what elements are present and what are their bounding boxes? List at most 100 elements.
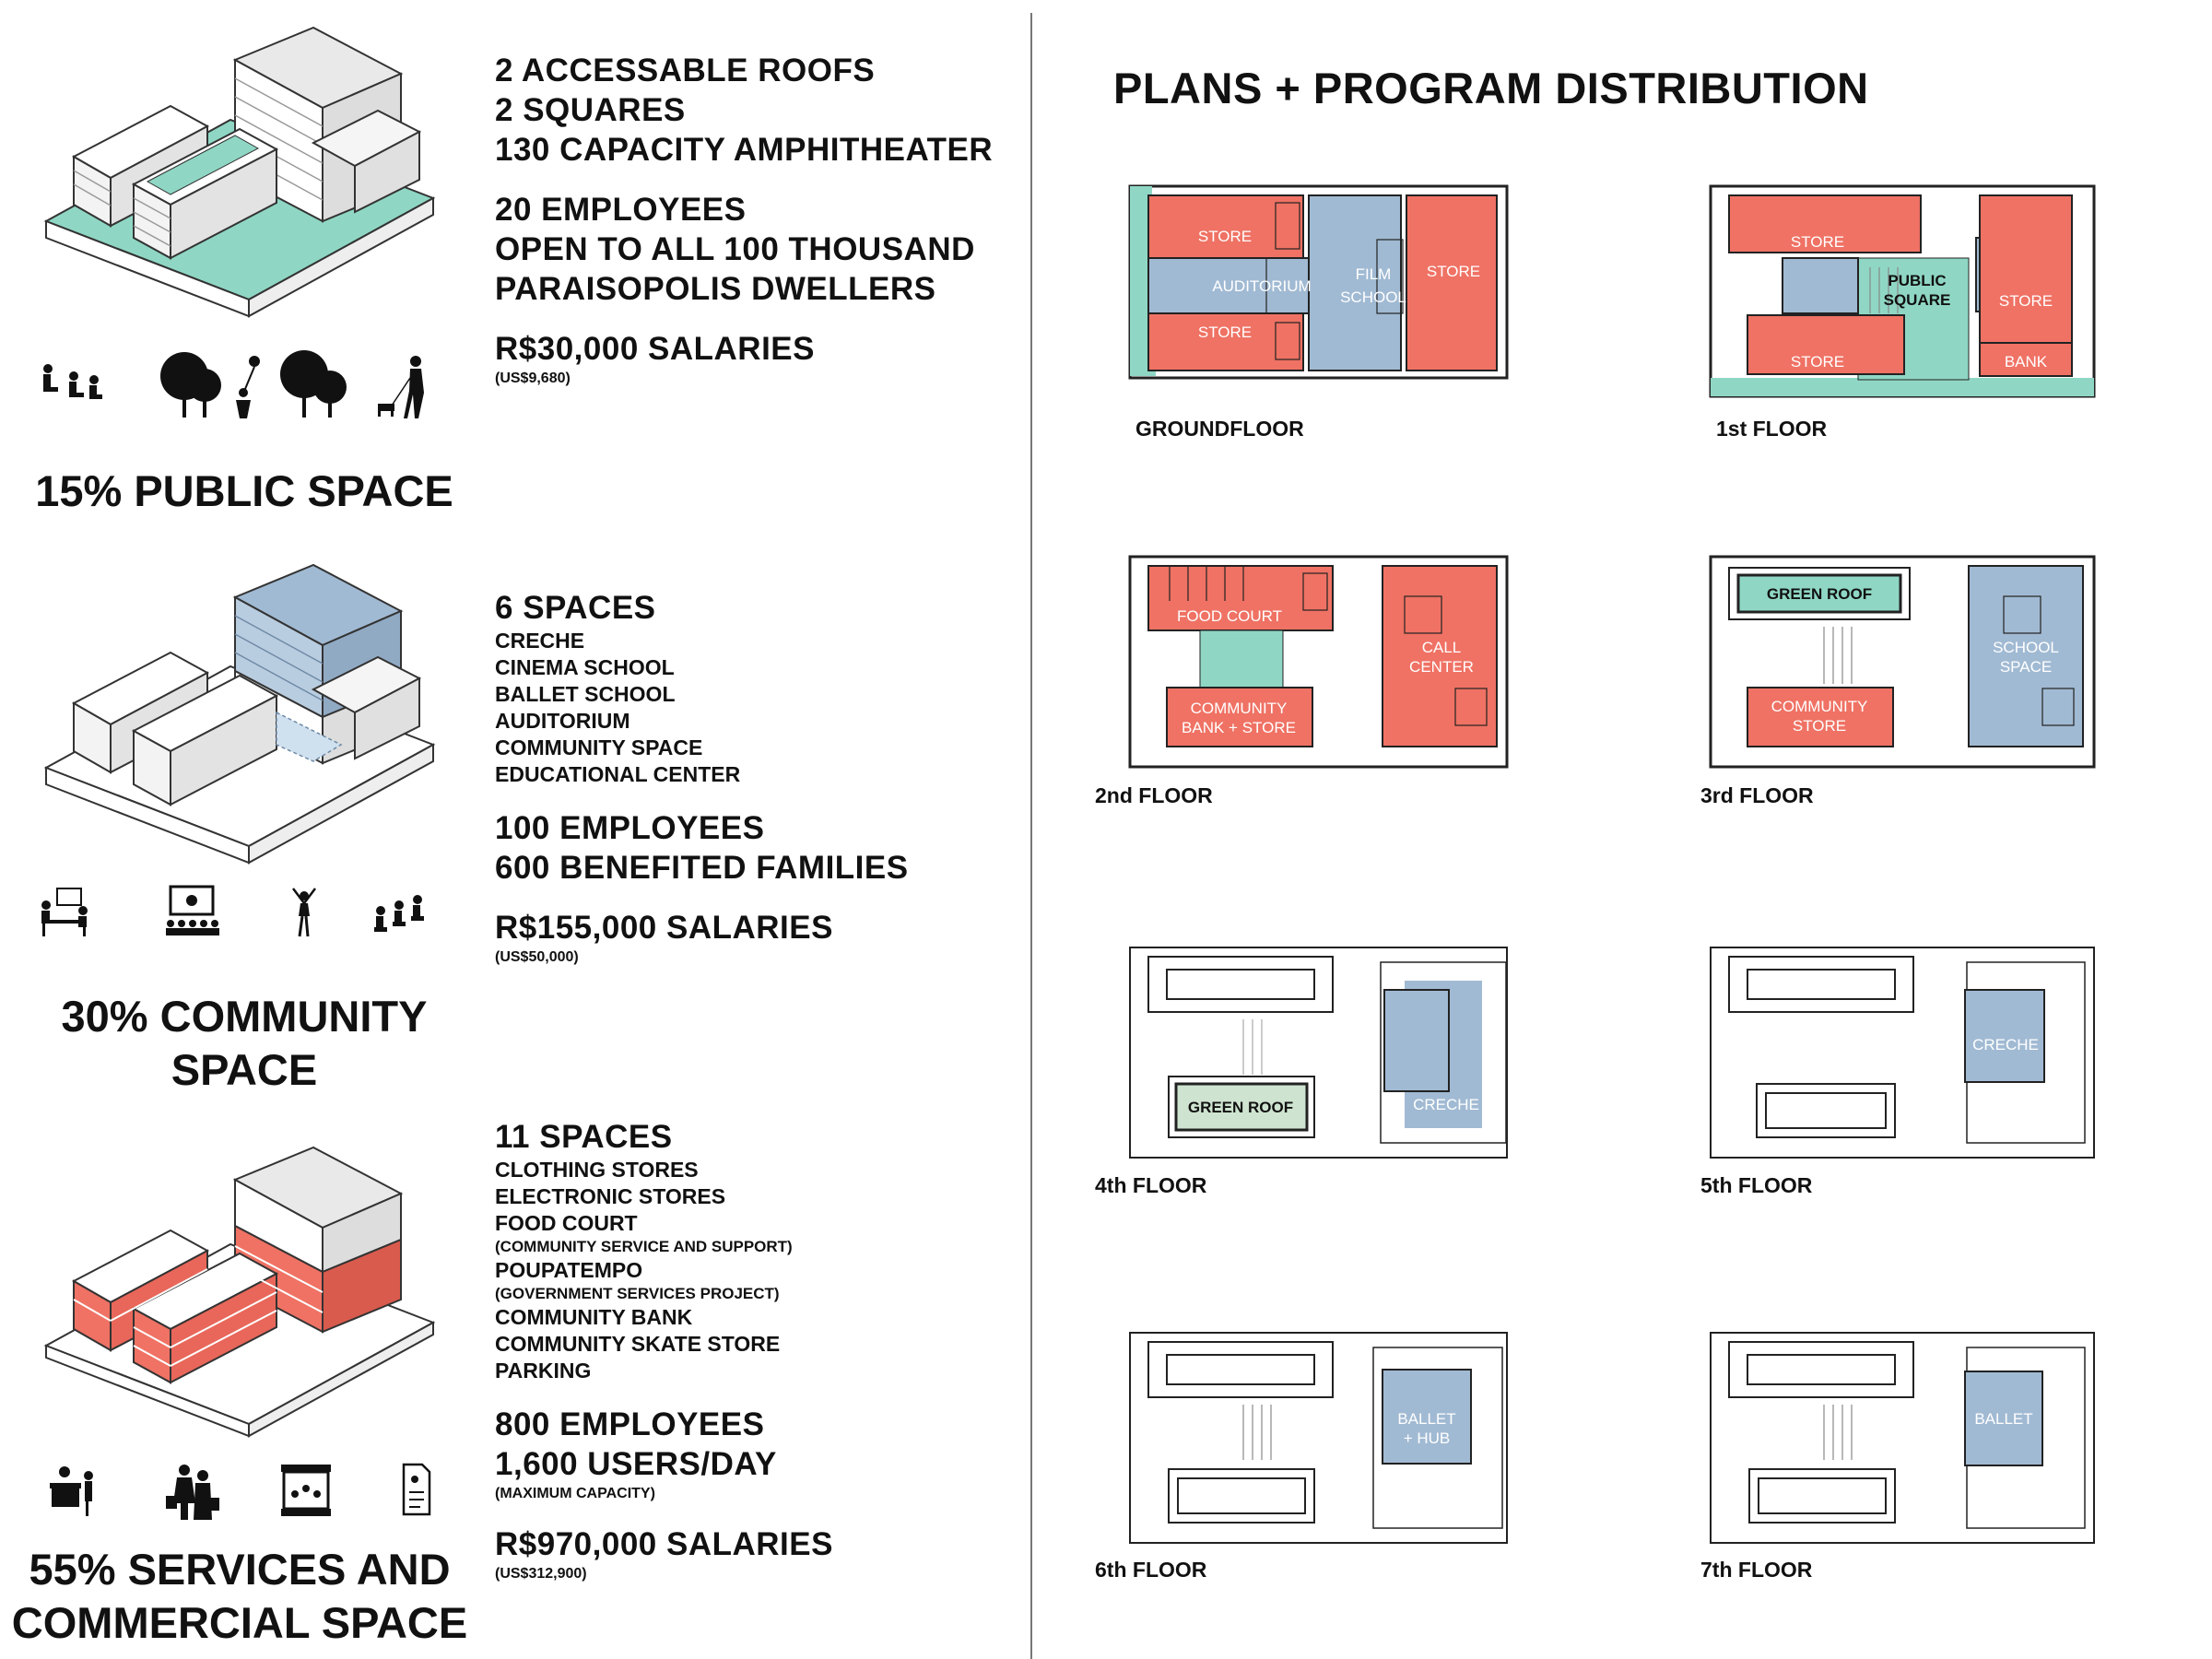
- services-icons: [50, 1463, 431, 1520]
- services-heading-line-2: COMMERCIAL SPACE: [11, 1598, 468, 1647]
- room-label: CALL: [1422, 639, 1462, 656]
- plan-label: 3rd FLOOR: [1700, 783, 1814, 807]
- community-title: 6 SPACES: [495, 590, 656, 626]
- plan-5th-floor: CRECHE: [1710, 947, 2095, 1159]
- public-salary: R$30,000 SALARIES: [495, 331, 815, 367]
- services-salary-usd: (US$312,900): [495, 1566, 587, 1582]
- room-label: STORE: [1427, 263, 1480, 280]
- public-line: 2 SQUARES: [495, 92, 686, 128]
- cinema-icon: [166, 885, 219, 935]
- room-label: BALLET: [1397, 1410, 1455, 1428]
- services-item: POUPATEMPO: [495, 1258, 643, 1282]
- plan-7th-floor: BALLET: [1710, 1332, 2095, 1544]
- community-line: 100 EMPLOYEES: [495, 810, 765, 846]
- public-line: 130 CAPACITY AMPHITHEATER: [495, 132, 994, 168]
- public-icons: [43, 350, 424, 418]
- plan-6th-floor: BALLET + HUB: [1129, 1332, 1508, 1544]
- community-heading-line-2: SPACE: [171, 1045, 318, 1094]
- isometric-public-space: [43, 26, 436, 318]
- room-label: CENTER: [1409, 658, 1474, 676]
- classroom-icon: [41, 888, 88, 936]
- community-space-heading: 30% COMMUNITY SPACE: [18, 990, 470, 1097]
- community-salary-usd: (US$50,000): [495, 949, 579, 965]
- room-label: STORE: [1198, 228, 1252, 245]
- plans-title: PLANS + PROGRAM DISTRIBUTION: [1113, 64, 1869, 112]
- community-item: AUDITORIUM: [495, 709, 630, 733]
- tree-icon: [280, 350, 347, 418]
- room-label: BALLET: [1974, 1410, 2032, 1428]
- community-item: COMMUNITY SPACE: [495, 735, 703, 759]
- room-label: SCHOOL: [1340, 288, 1406, 306]
- plan-label: 6th FLOOR: [1095, 1558, 1207, 1582]
- market-stall-icon: [281, 1465, 331, 1516]
- isometric-community-space: [43, 563, 436, 865]
- room-label: BANK: [2005, 353, 2048, 371]
- community-item: EDUCATIONAL CENTER: [495, 762, 741, 786]
- room-label: AUDITORIUM: [1212, 277, 1311, 295]
- shoppers-icon: [166, 1465, 219, 1520]
- room-label: STORE: [1791, 353, 1844, 371]
- community-item: CINEMA SCHOOL: [495, 655, 675, 679]
- room-label: + HUB: [1404, 1430, 1451, 1447]
- room-label: COMMUNITY: [1771, 698, 1868, 715]
- room-label: GREEN ROOF: [1767, 585, 1872, 603]
- community-salary: R$155,000 SALARIES: [495, 910, 833, 946]
- public-space-heading: 15% PUBLIC SPACE: [35, 466, 453, 515]
- services-item: FOOD COURT: [495, 1211, 638, 1235]
- public-line: OPEN TO ALL 100 THOUSAND: [495, 231, 975, 267]
- room-label: STORE: [1793, 717, 1846, 735]
- public-salary-usd: (US$9,680): [495, 371, 571, 386]
- services-item: PARKING: [495, 1359, 592, 1382]
- community-item: BALLET SCHOOL: [495, 682, 676, 706]
- services-item: COMMUNITY SKATE STORE: [495, 1332, 781, 1356]
- plan-label: 5th FLOOR: [1700, 1173, 1813, 1197]
- services-capacity-note: (MAXIMUM CAPACITY): [495, 1486, 655, 1501]
- room-label: CRECHE: [1972, 1036, 2039, 1053]
- community-item: CRECHE: [495, 629, 585, 653]
- room-label: STORE: [1999, 292, 2053, 310]
- room-label: FILM: [1356, 265, 1392, 283]
- room-label: SQUARE: [1884, 291, 1951, 309]
- services-item-note: (COMMUNITY SERVICE AND SUPPORT): [495, 1238, 793, 1255]
- plan-label: 4th FLOOR: [1095, 1173, 1207, 1197]
- room-label: SPACE: [2000, 658, 2052, 676]
- services-item-note: (GOVERNMENT SERVICES PROJECT): [495, 1285, 780, 1302]
- services-title: 11 SPACES: [495, 1119, 673, 1155]
- room-label: SCHOOL: [1993, 639, 2059, 656]
- document-icon: [402, 1463, 431, 1516]
- ballet-icon: [292, 888, 316, 937]
- room-label: COMMUNITY: [1191, 700, 1288, 717]
- plan-groundfloor: STORE AUDITORIUM FILM SCHOOL STORE STORE: [1128, 184, 1509, 380]
- room-label: FOOD COURT: [1177, 607, 1282, 625]
- room-label: CRECHE: [1413, 1096, 1479, 1113]
- audience-icon: [374, 895, 424, 932]
- plan-1st-floor: STORE PUBLIC SQUARE STORE STORE BANK: [1709, 184, 2096, 398]
- isometric-services-space: [43, 1146, 436, 1438]
- community-line: 600 BENEFITED FAMILIES: [495, 850, 909, 886]
- public-line: 2 ACCESSABLE ROOFS: [495, 53, 876, 88]
- public-line: PARAISOPOLIS DWELLERS: [495, 271, 936, 307]
- services-space-info: 11 SPACES CLOTHING STORES ELECTRONIC STO…: [495, 1117, 833, 1584]
- services-line: 1,600 USERS/DAY: [495, 1446, 777, 1482]
- room-label: PUBLIC: [1888, 272, 1946, 289]
- dog-walker-icon: [378, 356, 424, 418]
- plan-label: 2nd FLOOR: [1095, 783, 1213, 807]
- services-salary: R$970,000 SALARIES: [495, 1526, 833, 1562]
- room-label: STORE: [1791, 233, 1844, 251]
- services-line: 800 EMPLOYEES: [495, 1406, 765, 1442]
- service-desk-icon: [50, 1466, 93, 1516]
- services-space-heading: 55% SERVICES AND COMMERCIAL SPACE: [5, 1543, 475, 1650]
- child-balloon-icon: [236, 356, 260, 418]
- plan-label: 7th FLOOR: [1700, 1558, 1813, 1582]
- room-label: BANK + STORE: [1182, 719, 1296, 736]
- services-heading-line-1: 55% SERVICES AND: [29, 1545, 451, 1594]
- plan-3rd-floor: GREEN ROOF SCHOOL SPACE COMMUNITY STORE: [1709, 555, 2096, 769]
- people-sitting-icon: [43, 364, 102, 399]
- community-icons: [41, 885, 424, 937]
- public-line: 20 EMPLOYEES: [495, 192, 747, 228]
- plan-label: GROUNDFLOOR: [1135, 417, 1304, 441]
- public-space-info: 2 ACCESSABLE ROOFS 2 SQUARES 130 CAPACIT…: [495, 51, 993, 389]
- plan-2nd-floor: FOOD COURT CALL CENTER COMMUNITY BANK + …: [1128, 555, 1509, 769]
- services-item: ELECTRONIC STORES: [495, 1184, 726, 1208]
- services-item: COMMUNITY BANK: [495, 1305, 693, 1329]
